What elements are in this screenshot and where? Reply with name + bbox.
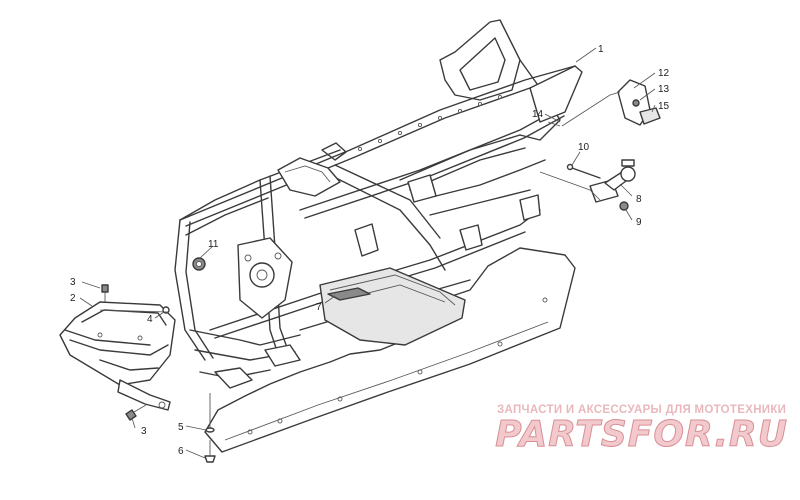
part-15-pad bbox=[639, 107, 661, 125]
part-13-bolt bbox=[632, 99, 640, 107]
part-11-boss bbox=[192, 257, 206, 271]
part-10-hitch-pin bbox=[566, 163, 601, 179]
part-6-bolt bbox=[204, 440, 216, 463]
watermark: ЗАПЧАСТИ И АКСЕССУАРЫ ДЛЯ МОТОТЕХНИКИ PA… bbox=[495, 404, 788, 456]
part-2-front-bumper bbox=[59, 301, 176, 411]
callout-12: 12 bbox=[658, 68, 670, 79]
part-14-rear-tail bbox=[547, 121, 561, 127]
callout-7: 7 bbox=[316, 302, 322, 313]
main-frame bbox=[174, 19, 583, 389]
callout-15: 15 bbox=[658, 101, 670, 112]
callout-1: 1 bbox=[598, 44, 604, 55]
part-3-bolt-lower bbox=[125, 404, 147, 421]
callout-14: 14 bbox=[532, 109, 544, 120]
callout-4: 4 bbox=[147, 314, 153, 325]
watermark-tagline: ЗАПЧАСТИ И АКСЕССУАРЫ ДЛЯ МОТОТЕХНИКИ bbox=[496, 404, 787, 416]
callout-8: 8 bbox=[636, 194, 642, 205]
callout-13: 13 bbox=[658, 84, 670, 95]
callout-2: 2 bbox=[70, 293, 76, 304]
callout-10: 10 bbox=[578, 142, 590, 153]
callout-11: 11 bbox=[208, 239, 219, 250]
callout-3-upper: 3 bbox=[70, 277, 76, 288]
part-8-hitch-ball bbox=[589, 159, 636, 203]
part-7-label bbox=[327, 287, 371, 301]
callout-3-lower: 3 bbox=[141, 426, 147, 437]
part-9-hitch-nut bbox=[619, 201, 629, 211]
callouts: 1 2 3 3 4 5 6 7 8 9 10 11 12 13 14 15 bbox=[70, 44, 670, 457]
callout-5: 5 bbox=[178, 422, 184, 433]
part-3-bolt-upper bbox=[101, 284, 109, 302]
watermark-logo: PARTSFOR.RU bbox=[495, 414, 788, 456]
callout-6: 6 bbox=[178, 446, 184, 457]
leader-lines bbox=[79, 47, 656, 459]
callout-9: 9 bbox=[636, 217, 642, 228]
